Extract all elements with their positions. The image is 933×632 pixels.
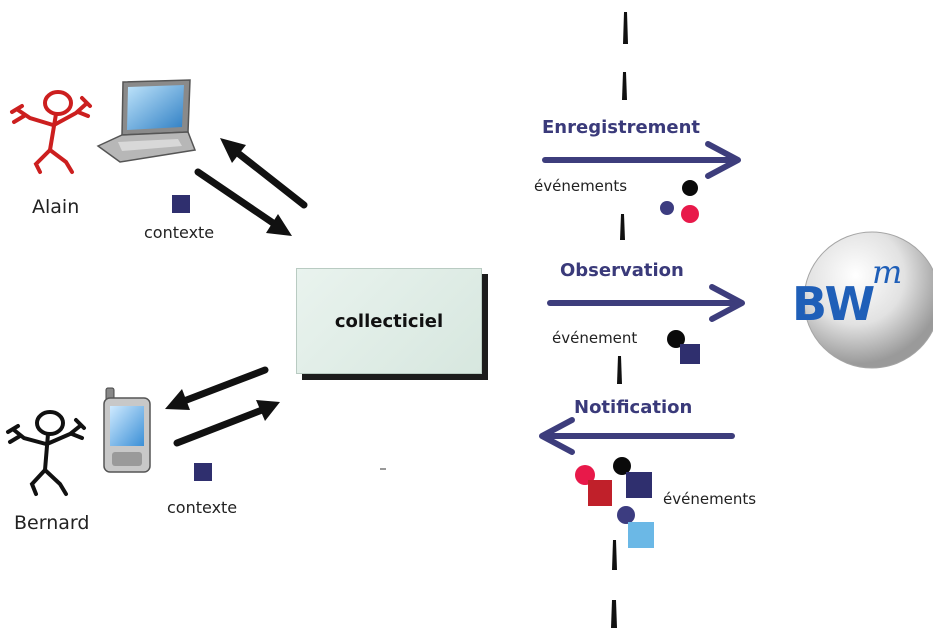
context-square-alain: [172, 195, 190, 213]
enregistrement-label: Enregistrement: [542, 117, 701, 138]
observation-label: Observation: [560, 260, 684, 281]
collecticiel-label: collecticiel: [334, 310, 444, 332]
observation-event-label: événement: [552, 329, 638, 347]
network-separator: [611, 12, 628, 628]
notification-events: [575, 457, 654, 548]
laptop-icon: [96, 79, 197, 163]
notification-label: Notification: [574, 397, 693, 418]
observation-arrow: [547, 284, 745, 322]
bwm-server-sphere: BW m: [792, 231, 933, 369]
enregistrement-events-label: événements: [534, 177, 628, 195]
alain-exchange-arrows: [194, 138, 308, 236]
bwm-logo-text: BW: [792, 277, 875, 331]
observation-events: [667, 330, 700, 364]
pda-icon: [103, 387, 151, 473]
user-bernard-figure: [6, 410, 86, 496]
context-label-alain: contexte: [144, 223, 215, 242]
bernard-exchange-arrows: [165, 366, 280, 447]
notification-arrow: [539, 417, 735, 455]
user-name-bernard: Bernard: [14, 512, 90, 534]
enregistrement-arrow: [542, 141, 741, 179]
user-name-alain: Alain: [32, 196, 80, 218]
context-label-bernard: contexte: [167, 498, 238, 517]
collecticiel-box: collecticiel: [296, 268, 482, 374]
notification-events-label: événements: [663, 490, 757, 508]
bwm-logo-superscript: m: [872, 253, 902, 291]
user-alain-figure: [10, 90, 92, 174]
enregistrement-events: [660, 180, 699, 223]
context-square-bernard: [194, 463, 212, 481]
